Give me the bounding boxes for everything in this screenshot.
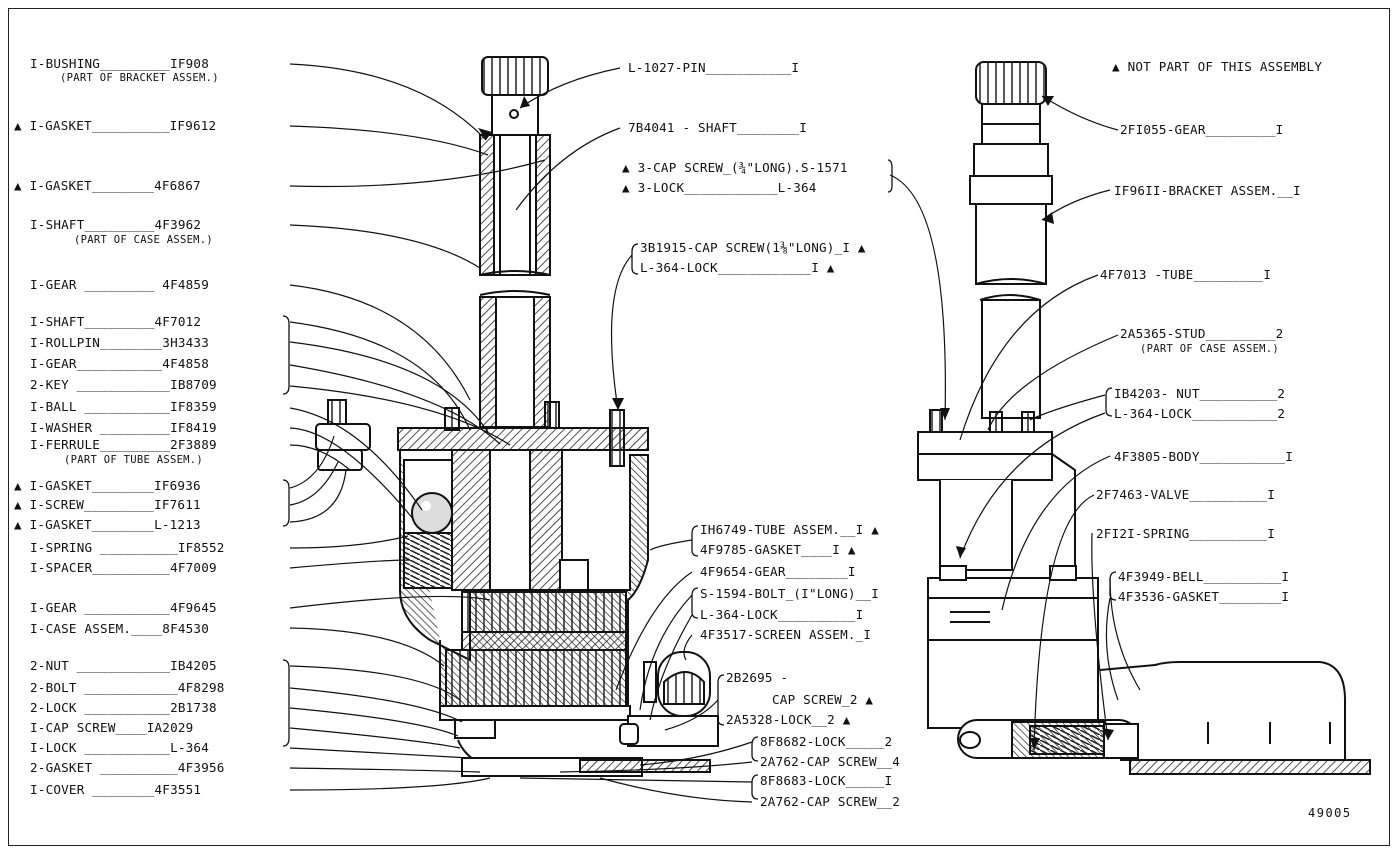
- part-label-gear-4f9645: I-GEAR ___________4F9645: [30, 600, 217, 615]
- part-label-pin-l1027: L-1027-PIN___________I: [628, 60, 800, 75]
- part-label-gasket-1f6936: ▲ I-GASKET________IF6936: [14, 478, 201, 493]
- part-label-lock-l364: I-LOCK ___________L-364: [30, 740, 209, 755]
- part-label-bracket-assem: IF96II-BRACKET ASSEM.__I: [1114, 183, 1301, 198]
- part-label-gear-4f4859: I-GEAR _________ 4F4859: [30, 277, 209, 292]
- part-label-lock-l364-b: L-364-LOCK____________I ▲: [640, 260, 835, 275]
- left-sectioned-pump: [315, 56, 719, 777]
- part-label-spring-1f8552: I-SPRING __________IF8552: [30, 540, 225, 555]
- part-label-tube-4f7013: 4F7013 -TUBE_________I: [1100, 267, 1272, 282]
- part-label-bolt-s1594: S-1594-BOLT_(I"LONG)__I: [700, 586, 879, 601]
- part-label-gasket-4f3536: 4F3536-GASKET________I: [1118, 589, 1290, 604]
- part-label-ferrule: I-FERRULE_________2F3889: [30, 437, 217, 452]
- part-label-shaft-4f3962: I-SHAFT_________4F3962: [30, 217, 202, 232]
- gear-2f1055: [975, 61, 1047, 105]
- part-label-bushing-note: (PART OF BRACKET ASSEM.): [60, 72, 219, 84]
- part-label-ball: I-BALL ___________IF8359: [30, 399, 217, 414]
- part-label-case-assem: I-CASE ASSEM.____8F4530: [30, 621, 209, 636]
- part-label-nut-1b4203: IB4203- NUT__________2: [1114, 386, 1286, 401]
- part-label-cap-screw-2a762-4: 2A762-CAP SCREW__4: [760, 754, 901, 769]
- part-label-lock-2b1738: 2-LOCK ___________2B1738: [30, 700, 217, 715]
- part-label-rollpin: I-ROLLPIN________3H3433: [30, 335, 209, 350]
- part-label-cap-screw-3b1915: 3B1915-CAP SCREW(1⅜"LONG)_I ▲: [640, 240, 866, 255]
- part-label-key: 2-KEY ____________IB8709: [30, 377, 217, 392]
- part-label-stud-2a5365: 2A5365-STUD_________2: [1120, 326, 1284, 341]
- figure-number: 49005: [1308, 806, 1352, 820]
- part-label-lock-2a5328: 2A5328-LOCK__2 ▲: [726, 712, 851, 727]
- part-label-cap-screw-s1571: ▲ 3-CAP SCREW_(¾"LONG).S-1571: [622, 160, 848, 175]
- drive-gear-top: [481, 56, 549, 96]
- part-label-gear-4f4858: I-GEAR___________4F4858: [30, 356, 209, 371]
- part-label-gasket-1f9612: ▲ I-GASKET__________IF9612: [14, 118, 217, 133]
- part-label-bell-4f3949: 4F3949-BELL__________I: [1118, 569, 1290, 584]
- part-label-lock-l364-3: ▲ 3-LOCK____________L-364: [622, 180, 817, 195]
- arrowheads: [478, 96, 1114, 750]
- upper-gear-pair: [461, 591, 627, 633]
- part-label-lock-l364-c: L-364-LOCK__________I: [700, 607, 864, 622]
- part-label-gasket-4f3956: 2-GASKET __________4F3956: [30, 760, 225, 775]
- part-label-cap-screw-2a762-2: 2A762-CAP SCREW__2: [760, 794, 901, 809]
- part-label-valve-2f7463: 2F7463-VALVE__________I: [1096, 487, 1275, 502]
- part-label-stud-note: (PART OF CASE ASSEM.): [1140, 343, 1280, 355]
- leader-lines: [289, 63, 1141, 803]
- part-label-gear-2f1055: 2FI055-GEAR_________I: [1120, 122, 1284, 137]
- part-label-cap-screw-2b2695: 2B2695 -: [726, 670, 789, 685]
- drawing-frame: [8, 8, 1390, 846]
- part-label-lock-8f8683: 8F8683-LOCK_____I: [760, 773, 893, 788]
- part-label-shaft-4f3962-note: (PART OF CASE ASSEM.): [74, 234, 214, 246]
- part-label-gasket-4f9785: 4F9785-GASKET____I ▲: [700, 542, 856, 557]
- label-brackets: [282, 159, 1117, 800]
- part-label-gasket-l1213: ▲ I-GASKET________L-1213: [14, 517, 201, 532]
- part-label-screen-assem: 4F3517-SCREEN ASSEM._I: [700, 627, 872, 642]
- part-label-bolt-4f8298: 2-BOLT ____________4F8298: [30, 680, 225, 695]
- part-label-ferrule-note: (PART OF TUBE ASSEM.): [64, 454, 204, 466]
- part-label-spacer: I-SPACER__________4F7009: [30, 560, 217, 575]
- lower-gear-pair: [445, 649, 627, 707]
- part-label-lock-l364-2: L-364-LOCK___________2: [1114, 406, 1286, 421]
- part-label-washer: I-WASHER _________IF8419: [30, 420, 217, 435]
- legend-not-part-of-assembly: ▲ NOT PART OF THIS ASSEMBLY: [1112, 59, 1323, 74]
- part-label-lock-8f8682: 8F8682-LOCK_____2: [760, 734, 893, 749]
- part-label-spring-2f121: 2FI2I-SPRING__________I: [1096, 526, 1275, 541]
- part-label-body-4f3805: 4F3805-BODY___________I: [1114, 449, 1293, 464]
- right-exterior-pump: [917, 61, 1371, 775]
- part-label-cap-screw-2b2695-qty: CAP SCREW_2 ▲: [772, 692, 874, 707]
- part-label-cover: I-COVER ________4F3551: [30, 782, 202, 797]
- part-label-bushing: I-BUSHING_________IF908: [30, 56, 209, 71]
- part-label-nut-1b4205: 2-NUT ____________IB4205: [30, 658, 217, 673]
- part-label-shaft-7b4041: 7B4041 - SHAFT________I: [628, 120, 807, 135]
- part-label-cap-screw-1a2029: I-CAP SCREW____IA2029: [30, 720, 194, 735]
- part-label-shaft-4f7012: I-SHAFT_________4F7012: [30, 314, 202, 329]
- part-label-gear-4f9654: 4F9654-GEAR________I: [700, 564, 856, 579]
- part-label-screw-1f7611: ▲ I-SCREW_________IF7611: [14, 497, 201, 512]
- part-label-gasket-4f6867: ▲ I-GASKET________4F6867: [14, 178, 201, 193]
- part-label-tube-assem: IH6749-TUBE ASSEM.__I ▲: [700, 522, 879, 537]
